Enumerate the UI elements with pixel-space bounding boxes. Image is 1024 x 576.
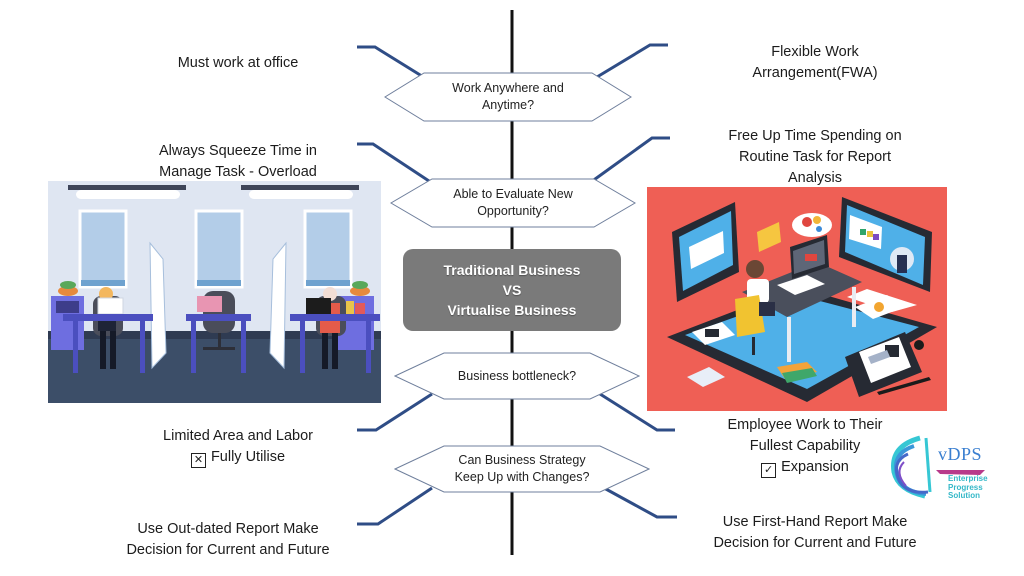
connector-q4-right xyxy=(603,486,677,519)
question-hexagon-3: Business bottleneck? xyxy=(394,352,640,400)
connector-q1-right xyxy=(591,43,668,82)
title-virtualise: Virtualise Business xyxy=(447,302,577,318)
connector-q3-right xyxy=(599,392,675,432)
virtual-q3-answer: Employee Work to Their Fullest Capabilit… xyxy=(727,417,883,478)
connector-q2-right xyxy=(590,136,670,184)
comparison-title-box: Traditional Business VS Virtualise Busin… xyxy=(403,249,621,331)
question-3-text: Business bottleneck? xyxy=(457,368,577,383)
logo-name: vDPS xyxy=(938,444,983,464)
connector-q4-left xyxy=(357,486,433,526)
title-traditional: Traditional Business xyxy=(443,262,581,278)
vdps-logo: vDPS Enterprise Progress Solution xyxy=(880,432,1020,502)
title-vs: VS xyxy=(502,282,522,298)
vdps-logo-icon xyxy=(891,435,985,499)
traditional-office-illustration xyxy=(48,181,381,403)
virtual-workspace-illustration xyxy=(647,187,947,411)
ballot-box-x-icon: ✕ xyxy=(190,453,206,468)
traditional-q1-answer: Must work at office xyxy=(177,55,299,71)
traditional-q3-answer: Limited Area and Labor ✕Fully Utilise xyxy=(163,428,313,468)
connector-q2-left xyxy=(357,142,433,185)
connector-q1-left xyxy=(357,45,426,80)
ballot-box-check-icon: ✓ xyxy=(761,463,777,478)
connector-q3-left xyxy=(357,392,433,432)
logo-tagline: Enterprise Progress Solution xyxy=(948,474,988,500)
